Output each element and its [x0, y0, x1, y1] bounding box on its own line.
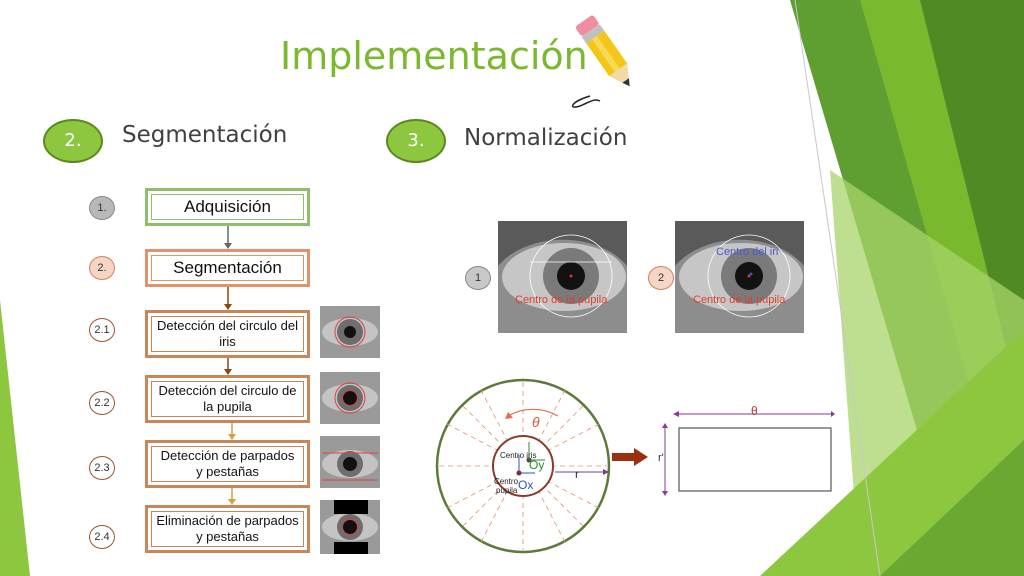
normalized-rectangle-diagram	[655, 396, 835, 500]
eye-image-1	[498, 221, 627, 333]
polar-coordinate-diagram	[435, 378, 611, 554]
page-title: Implementación	[280, 34, 588, 78]
step-badge-2-3: 2.3	[89, 456, 115, 480]
diagram-iris-center-label: Centro iris	[500, 451, 537, 460]
normalization-badge-2: 2	[648, 266, 674, 290]
diagram-ox-label: Ox	[518, 478, 534, 492]
rectangle-r-prime-label: r'	[658, 452, 664, 464]
pencil-icon	[571, 15, 630, 108]
image2-iris-center-label: Centro del iri	[716, 246, 779, 258]
image2-pupil-center-label: Centro de la pupila	[693, 294, 786, 306]
step-badge-2: 2.	[89, 256, 115, 280]
section-title-normalization: Normalización	[464, 125, 628, 151]
flow-box-eyelid-removal: Eliminación de parpados y pestañas	[145, 505, 310, 553]
step-badge-1: 1.	[89, 196, 115, 220]
section-badge-normalization: 3.	[386, 119, 446, 163]
step-badge-2-4: 2.4	[89, 525, 115, 549]
flow-label-eyelid-removal: Eliminación de parpados y pestañas	[151, 511, 304, 547]
flow-box-pupil-detection: Detección del circulo de la pupila	[145, 375, 310, 423]
step-badge-2-1: 2.1	[89, 318, 115, 342]
step-badge-2-2: 2.2	[89, 391, 115, 415]
diagram-r-label: r	[575, 467, 579, 481]
rectangle-theta-label: θ	[751, 404, 758, 418]
diagram-oy-label: Oy	[529, 458, 545, 472]
flow-label-iris-detection: Detección del circulo del iris	[151, 316, 304, 352]
transform-arrow-icon	[612, 448, 648, 466]
normalization-badge-1: 1	[465, 266, 491, 290]
eye-image-2	[675, 221, 804, 333]
eye-thumbnail-masked	[320, 500, 380, 554]
flow-label-eyelid-detection: Detección de parpados y pestañas	[151, 446, 304, 482]
image1-pupil-center-label: Centro de la pupila	[515, 294, 608, 306]
diagram-pupil-center-label-2: pupila	[496, 486, 518, 495]
eye-thumbnail-pupil	[320, 372, 380, 424]
section-title-segmentation: Segmentación	[122, 122, 288, 148]
flow-box-adquisicion: Adquisición	[145, 188, 310, 226]
flow-box-eyelid-detection: Detección de parpados y pestañas	[145, 440, 310, 488]
eye-thumbnail-eyelids	[320, 436, 380, 488]
eye-thumbnail-iris	[320, 306, 380, 358]
diagram-theta-label: θ	[532, 414, 540, 430]
flow-label-segmentacion: Segmentación	[151, 255, 304, 281]
flow-box-iris-detection: Detección del circulo del iris	[145, 310, 310, 358]
flow-label-pupil-detection: Detección del circulo de la pupila	[151, 381, 304, 417]
diagram-pupil-center-label-1: Centro	[494, 477, 519, 486]
flow-label-adquisicion: Adquisición	[151, 194, 304, 220]
section-badge-segmentation: 2.	[43, 119, 103, 163]
flow-box-segmentacion: Segmentación	[145, 249, 310, 287]
